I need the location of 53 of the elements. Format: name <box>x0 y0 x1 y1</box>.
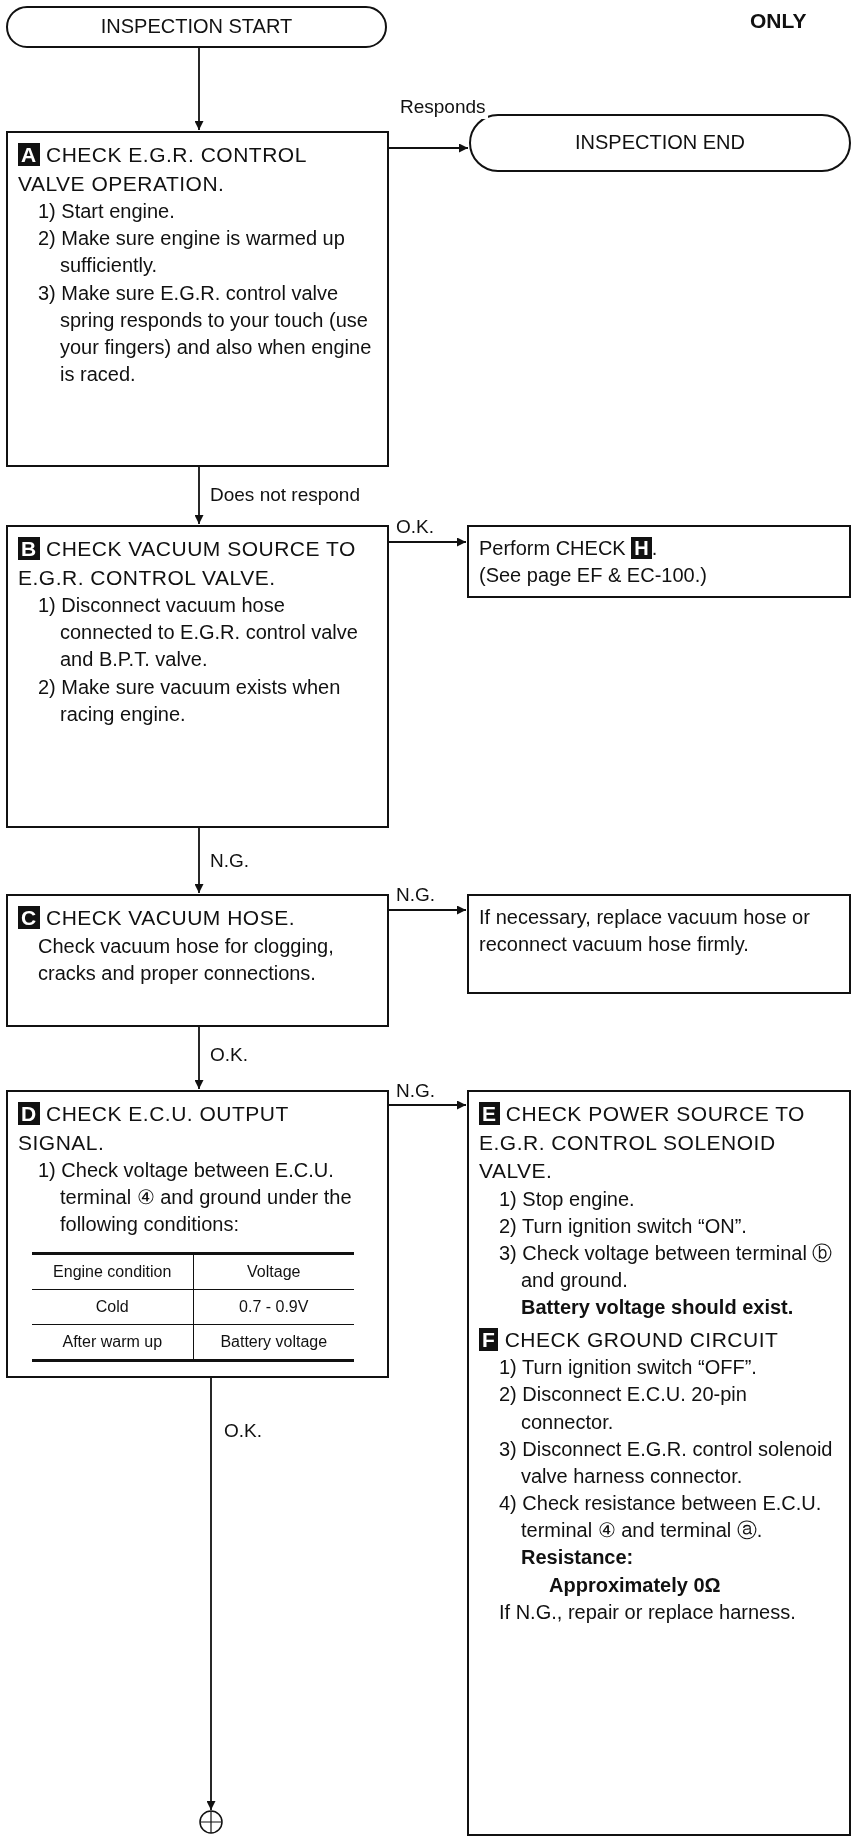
spec-text: Resistance: <box>520 1545 635 1571</box>
arrow <box>194 827 204 894</box>
step-text: 3) Disconnect E.G.R. control solenoid valve harness connector. <box>498 1436 834 1489</box>
arrow <box>388 1100 467 1110</box>
step-text: 1) Start engine. <box>37 199 176 225</box>
table-header-cell: Engine condition <box>32 1253 193 1290</box>
step-heading: E CHECK POWER SOURCE TO E.G.R. CONTROL SOLENOID VALVE. <box>479 1101 806 1185</box>
step-text: 1) Stop engine. <box>498 1186 636 1212</box>
step-text: 2) Turn ignition switch “ON”. <box>498 1213 748 1239</box>
process-box <box>6 525 389 828</box>
step-text: 2) Make sure engine is warmed up sufficiently. <box>37 226 346 279</box>
step-text: 1) Disconnect vacuum hose connected to E.G.R. control valve and B.P.T. valve. <box>37 593 359 673</box>
step-heading: F CHECK GROUND CIRCUIT <box>479 1325 839 1355</box>
step-text: 1) Turn ignition switch “OFF”. <box>498 1355 758 1381</box>
table-cell: Battery voltage <box>193 1324 354 1361</box>
process-box <box>6 1090 389 1378</box>
terminal-text: INSPECTION START <box>100 14 293 40</box>
note-text: (See page EF & EC-100.) <box>479 563 708 589</box>
arrow <box>194 1026 204 1090</box>
spec-text: Battery voltage should exist. <box>520 1295 795 1321</box>
step-text: 2) Make sure vacuum exists when racing engine. <box>37 674 342 727</box>
terminal-box <box>6 6 387 48</box>
note-text: Perform CHECK H. <box>479 536 659 561</box>
process-box <box>467 1090 851 1836</box>
step-text: 1) Check voltage between E.C.U. terminal ④ and ground under the following conditions: <box>37 1158 353 1238</box>
step-text: 2) Disconnect E.C.U. 20-pin connector. <box>498 1382 748 1435</box>
step-text: 4) Check resistance between E.C.U. terminal ④ and terminal ⓐ. <box>498 1491 823 1544</box>
arrow <box>388 143 469 153</box>
arrow <box>388 905 467 915</box>
step-text: 3) Check voltage between terminal ⓑ and ground. <box>498 1241 834 1294</box>
terminal-text: INSPECTION END <box>575 130 745 156</box>
step-heading: D CHECK E.C.U. OUTPUT SIGNAL. <box>18 1101 290 1156</box>
step-heading: C CHECK VACUUM HOSE. <box>18 904 377 933</box>
process-box <box>467 525 851 598</box>
step-heading: A CHECK E.G.R. CONTROL VALVE OPERATION. <box>18 142 308 197</box>
connector-symbol <box>199 1810 223 1834</box>
arrow <box>194 466 204 525</box>
process-box <box>6 894 389 1027</box>
spec-text: Approximately 0Ω <box>548 1572 722 1598</box>
step-text: Check vacuum hose for clogging, cracks and proper connections. <box>37 933 335 986</box>
arrow <box>194 47 204 131</box>
table-cell: 0.7 - 0.9V <box>193 1289 354 1325</box>
step-heading: B CHECK VACUUM SOURCE TO E.G.R. CONTROL VALVE. <box>18 536 357 591</box>
process-box <box>467 894 851 994</box>
process-box <box>6 131 389 467</box>
step-text: If N.G., repair or replace harness. <box>498 1599 797 1625</box>
note-text: If necessary, replace vacuum hose or reconnect vacuum hose firmly. <box>479 905 811 958</box>
step-text: 3) Make sure E.G.R. control valve spring responds to your touch (use your fingers) and also when engine is raced. <box>37 280 373 388</box>
arrow <box>388 537 467 547</box>
table-header-cell: Voltage <box>193 1253 354 1290</box>
table-cell: After warm up <box>32 1324 193 1361</box>
table-cell: Cold <box>32 1289 193 1325</box>
arrow <box>206 1377 216 1811</box>
